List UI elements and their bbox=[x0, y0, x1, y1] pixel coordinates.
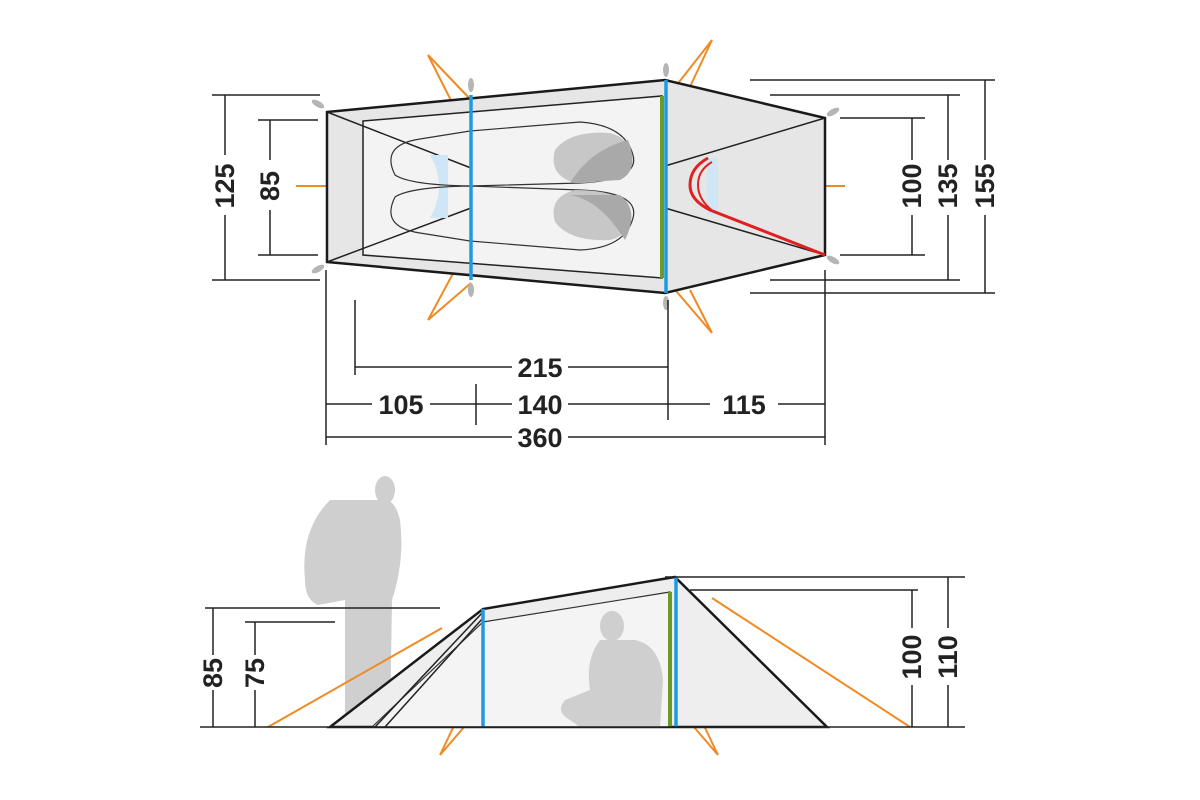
top-view: 125 85 100 135 155 215 105 140 115 360 bbox=[210, 39, 1000, 453]
pillow-shade bbox=[570, 195, 632, 240]
side-view: 85 75 100 110 bbox=[198, 476, 965, 756]
dim-width-155: 155 bbox=[970, 163, 1000, 208]
dim-length-215: 215 bbox=[517, 353, 562, 383]
standing-person-icon bbox=[304, 476, 402, 727]
peg-icons bbox=[311, 63, 840, 310]
dim-width-100: 100 bbox=[897, 163, 927, 208]
dim-length-105: 105 bbox=[378, 390, 423, 420]
dim-length-140: 140 bbox=[517, 390, 562, 420]
dim-width-135: 135 bbox=[933, 163, 963, 208]
dim-length-115: 115 bbox=[722, 390, 766, 420]
dim-height-110: 110 bbox=[933, 635, 963, 679]
sitting-person-icon bbox=[561, 611, 663, 727]
dimension-lines-side bbox=[205, 576, 965, 727]
sleeping-bags bbox=[390, 121, 635, 251]
dim-height-85: 85 bbox=[198, 658, 228, 688]
dimension-lines-top bbox=[212, 79, 995, 445]
dim-height-100: 100 bbox=[897, 634, 927, 679]
door-pole-inner bbox=[696, 161, 715, 213]
door-pole bbox=[688, 156, 826, 257]
dim-width-85: 85 bbox=[255, 171, 285, 201]
vent-window bbox=[430, 155, 448, 218]
dim-height-75: 75 bbox=[240, 658, 270, 688]
pillow-shade bbox=[570, 140, 633, 183]
dim-length-360: 360 bbox=[517, 423, 562, 453]
vent-window-rear bbox=[706, 158, 718, 215]
dim-width-125: 125 bbox=[210, 163, 240, 208]
